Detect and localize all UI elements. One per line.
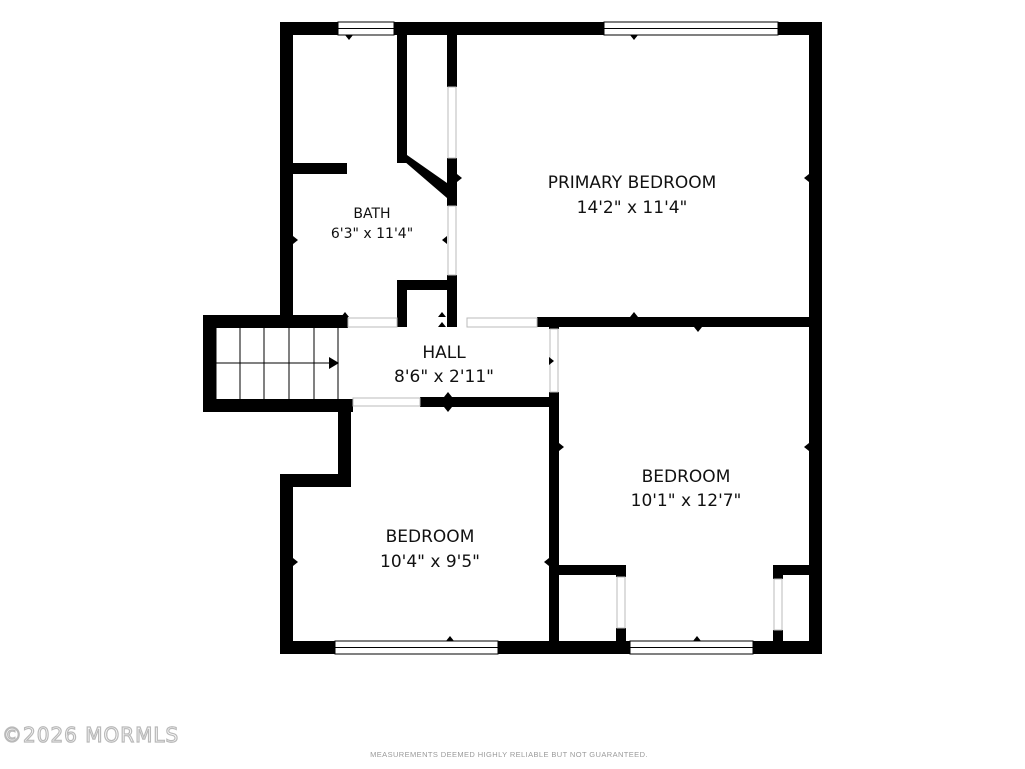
wall-bedroom-divider	[549, 392, 559, 654]
room-bedroom-right: BEDROOM 10'1" x 12'7"	[631, 467, 742, 511]
door-bath-hall	[347, 317, 398, 328]
disclaimer: MEASUREMENTS DEEMED HIGHLY RELIABLE BUT …	[370, 750, 648, 759]
wall-notch-horizontal	[280, 474, 351, 487]
door-closet-right	[773, 578, 783, 631]
door-closet-primary	[447, 86, 457, 159]
room-dimensions: 10'1" x 12'7"	[631, 491, 742, 511]
wall-hall-bottom	[420, 397, 559, 407]
room-name: HALL	[422, 343, 466, 363]
door-primary-bath	[447, 205, 457, 276]
wall-bath-primary-upper	[447, 35, 457, 87]
staircase	[215, 328, 339, 399]
room-name: BATH	[353, 206, 390, 222]
wall-hall-top-segment	[338, 317, 348, 328]
room-name: PRIMARY BEDROOM	[548, 173, 717, 193]
room-dimensions: 14'2" x 11'4"	[577, 198, 688, 218]
wall-bath-stub	[293, 163, 347, 174]
room-hall: HALL 8'6" x 2'11"	[394, 343, 494, 387]
door-closet-left	[616, 576, 626, 629]
wall-bath-primary-mid	[447, 158, 457, 206]
wall-bath-cabinet-left	[397, 280, 407, 327]
wall-stair-left	[203, 315, 216, 412]
wall-stair-top	[203, 315, 343, 328]
window-bedroom-right	[629, 640, 754, 655]
wall-closet-right-side-low	[773, 630, 783, 654]
room-dimensions: 6'3" x 11'4"	[331, 226, 413, 242]
wall-bath-primary-lower	[447, 275, 457, 327]
wall-stair-bottom	[203, 399, 353, 412]
wall-closet-left-side	[616, 565, 626, 577]
room-primary-bedroom: PRIMARY BEDROOM 14'2" x 11'4"	[548, 173, 717, 218]
window-bath	[337, 21, 395, 36]
wall-bath-inner-left	[397, 35, 407, 163]
wall-left-lower	[280, 474, 293, 654]
wall-right	[809, 22, 822, 654]
windows	[334, 21, 779, 655]
walls	[203, 22, 822, 654]
wall-notch-vertical	[338, 399, 351, 487]
stair-arrow-icon	[329, 357, 339, 369]
wall-bath-diagonal	[397, 155, 457, 198]
window-primary	[603, 21, 779, 36]
watermark: ©2026 MORMLS	[2, 723, 179, 747]
wall-closet-left-side-low	[616, 628, 626, 654]
room-dimensions: 8'6" x 2'11"	[394, 367, 494, 387]
dimension-markers	[293, 35, 809, 641]
wall-bath-cabinet-top	[397, 280, 457, 290]
room-bath: BATH 6'3" x 11'4"	[331, 206, 413, 242]
doors	[347, 86, 783, 631]
wall-left-upper	[280, 22, 293, 327]
wall-closet-left-top	[559, 565, 626, 575]
room-bedroom-left: BEDROOM 10'4" x 9'5"	[380, 527, 480, 572]
wall-hall-right-upper	[549, 317, 559, 329]
wall-primary-bottom	[537, 317, 822, 327]
wall-closet-right-side	[773, 565, 783, 579]
room-name: BEDROOM	[642, 467, 731, 487]
room-dimensions: 10'4" x 9'5"	[380, 552, 480, 572]
window-bedroom-left	[334, 640, 499, 655]
wall-closet-right-top	[773, 565, 822, 575]
door-primary-hall	[466, 317, 538, 328]
door-hall-bedroom-left	[352, 397, 421, 407]
room-name: BEDROOM	[386, 527, 475, 547]
